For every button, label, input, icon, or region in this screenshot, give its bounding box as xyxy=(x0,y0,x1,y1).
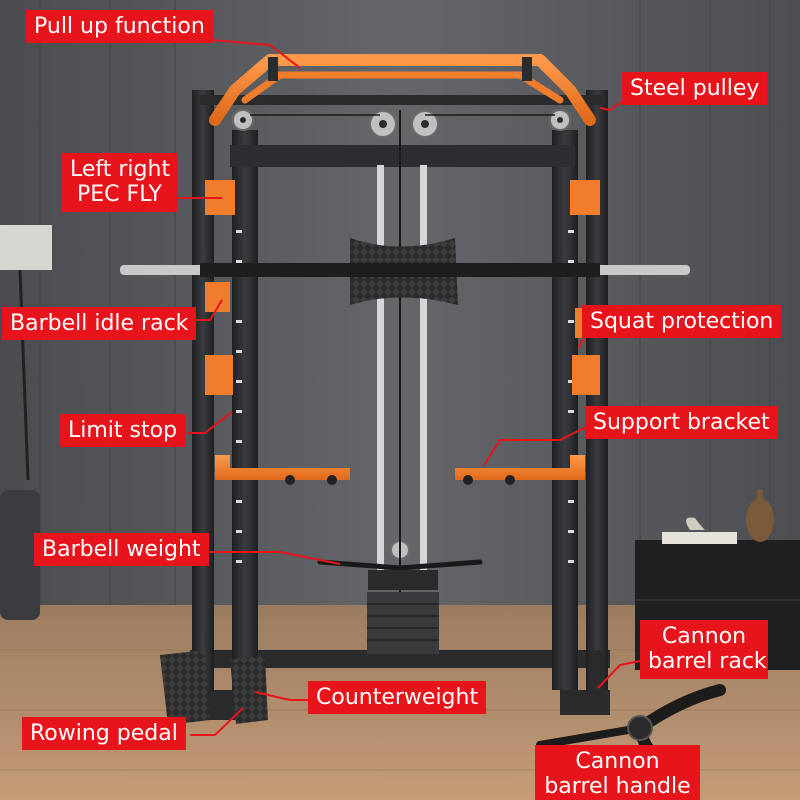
callout-squat-protection: Squat protection xyxy=(582,305,782,339)
callout-barbell-weight: Barbell weight xyxy=(34,533,209,567)
callout-steel-pulley: Steel pulley xyxy=(622,72,768,106)
callout-limit-stop: Limit stop xyxy=(60,414,186,448)
callout-support-bracket: Support bracket xyxy=(585,406,778,440)
callout-pec-fly: Left right PEC FLY xyxy=(62,153,177,212)
callout-cannon-barrel-rack: Cannon barrel rack xyxy=(640,620,768,679)
callout-cannon-rack-line1: Cannon xyxy=(661,624,747,649)
callout-pec-fly-line2: PEC FLY xyxy=(77,182,162,208)
callout-rowing-pedal: Rowing pedal xyxy=(22,717,186,751)
callout-cannon-handle-line1: Cannon xyxy=(575,749,660,774)
callout-pec-fly-line1: Left right xyxy=(70,157,171,182)
callout-pull-up-function: Pull up function xyxy=(26,10,213,44)
callout-counterweight: Counterweight xyxy=(308,681,487,715)
callout-cannon-barrel-handle: Cannon barrel handle xyxy=(535,745,700,800)
callout-cannon-handle-line2: barrel handle xyxy=(544,774,691,800)
callout-barbell-idle-rack: Barbell idle rack xyxy=(2,307,197,341)
callout-cannon-rack-line2: barrel rack xyxy=(648,649,767,675)
